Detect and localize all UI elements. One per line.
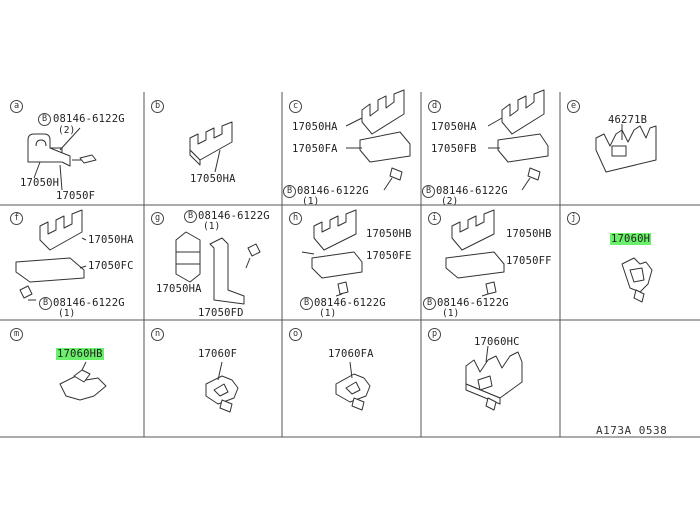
cell-p-marker: p: [428, 328, 441, 341]
cell-i-part2-label: 17050FF: [506, 255, 552, 267]
cell-d-part2-label: 17050FB: [431, 143, 477, 155]
cell-j-marker: j: [567, 212, 580, 225]
grid-lines: [0, 92, 700, 438]
cell-d-bolt-label: 08146-6122G: [436, 185, 508, 197]
cell-d-qty: (2): [441, 196, 459, 207]
cell-g-bolt-label: 08146-6122G: [198, 210, 270, 222]
cell-h-marker: h: [289, 212, 302, 225]
cell-h-part1-label: 17050HB: [366, 228, 412, 240]
cell-e-marker: e: [567, 100, 580, 113]
cell-m-marker: m: [10, 328, 23, 341]
bolt-marker-i: B: [423, 297, 436, 310]
cell-b-marker: b: [151, 100, 164, 113]
bolt-marker-a: B: [38, 113, 51, 126]
cell-c-part2-label: 17050FA: [292, 143, 338, 155]
cell-i-marker: i: [428, 212, 441, 225]
cell-f-qty: (1): [58, 308, 76, 319]
holder-b-illustration: [189, 121, 233, 173]
bolt-marker-f: B: [39, 297, 52, 310]
bolt-marker-c: B: [283, 185, 296, 198]
clip-h-illustration: [301, 209, 363, 297]
clip-d-illustration: [487, 89, 549, 191]
cell-f-part2-label: 17050FC: [88, 260, 134, 272]
cell-n-part1-label: 17060F: [198, 348, 238, 360]
cell-p-part1-label: 17060HC: [474, 336, 520, 348]
cell-o-marker: o: [289, 328, 302, 341]
clip-n-illustration: [205, 361, 239, 413]
cell-i-part1-label: 17050HB: [506, 228, 552, 240]
cell-f-bolt-label: 08146-6122G: [53, 297, 125, 309]
clip-p-illustration: [465, 345, 523, 411]
cell-m-part1-label-highlighted[interactable]: 17060HB: [56, 348, 104, 360]
cell-g-part1-label: 17050HA: [156, 283, 202, 295]
bolt-marker-h: B: [300, 297, 313, 310]
bolt-marker-d: B: [422, 185, 435, 198]
cell-a-part1-label: 17050H: [20, 177, 60, 189]
cell-c-qty: (1): [302, 196, 320, 207]
cell-j-part1-label-highlighted[interactable]: 17060H: [610, 233, 652, 245]
cell-h-bolt-label: 08146-6122G: [314, 297, 386, 309]
cell-f-part1-label: 17050HA: [88, 234, 134, 246]
cell-f-marker: f: [10, 212, 23, 225]
cell-b-part1-label: 17050HA: [190, 173, 236, 185]
cell-c-part1-label: 17050HA: [292, 121, 338, 133]
cell-a-bolt-label: 08146-6122G: [53, 113, 125, 125]
cell-a-qty: (2): [58, 125, 76, 136]
clip-c-illustration: [345, 89, 411, 191]
bolt-marker-g: B: [184, 210, 197, 223]
clip-j-illustration: [621, 257, 653, 303]
cell-d-marker: d: [428, 100, 441, 113]
diagram-reference-code: A173A 0538: [596, 424, 668, 437]
cell-n-marker: n: [151, 328, 164, 341]
clip-f-illustration: [15, 209, 87, 301]
cell-a-part2-label: 17050F: [56, 190, 96, 202]
clip-m-illustration: [59, 361, 107, 401]
clip-a-illustration: [27, 127, 97, 191]
cell-i-qty: (1): [442, 308, 460, 319]
cell-c-bolt-label: 08146-6122G: [297, 185, 369, 197]
cell-o-part1-label: 17060FA: [328, 348, 374, 360]
clip-o-illustration: [335, 361, 371, 411]
holder-e-illustration: [595, 124, 657, 173]
cell-a-marker: a: [10, 100, 23, 113]
cell-g-marker: g: [151, 212, 164, 225]
cell-e-part1-label: 46271B: [608, 114, 648, 126]
clip-g-illustration: [175, 231, 261, 305]
cell-g-qty: (1): [203, 221, 221, 232]
cell-h-part2-label: 17050FE: [366, 250, 412, 262]
cell-c-marker: c: [289, 100, 302, 113]
cell-i-bolt-label: 08146-6122G: [437, 297, 509, 309]
cell-h-qty: (1): [319, 308, 337, 319]
cell-d-part1-label: 17050HA: [431, 121, 477, 133]
clip-i-illustration: [445, 209, 505, 297]
cell-g-part2-label: 17050FD: [198, 307, 244, 319]
